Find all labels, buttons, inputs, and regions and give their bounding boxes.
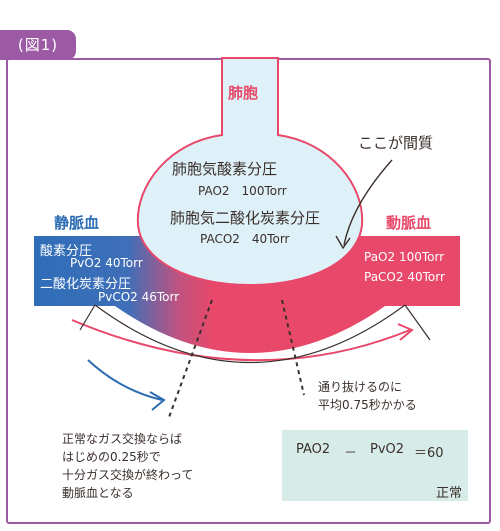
alveolar-co2-label: 肺胞気二酸化炭素分圧	[170, 209, 321, 227]
dashed-line-right	[281, 299, 305, 396]
exchange-note-line2: はじめの0.25秒で	[62, 450, 161, 464]
arterial-co2-value: PaCO2 40Torr	[364, 270, 445, 284]
formula-pao2: PAO2	[296, 442, 331, 457]
interstitium-pointer	[343, 159, 393, 246]
alveolar-o2-label: 肺胞気酸素分圧	[172, 160, 278, 178]
formula-normal: 正常	[436, 486, 463, 501]
dashed-line-left	[167, 299, 213, 421]
formula-pvo2: PvO2	[370, 442, 405, 457]
figure-label: (図1)	[0, 30, 76, 60]
alveolus-shape	[136, 57, 364, 287]
exchange-note-line1: 正常なガス交換ならば	[62, 432, 183, 446]
arterial-title: 動脈血	[386, 214, 432, 232]
early-exchange-arrow	[87, 359, 163, 401]
formula-minus: －	[344, 446, 358, 461]
alveolus-title: 肺胞	[228, 84, 259, 102]
venous-o2-label: 酸素分圧	[40, 244, 93, 259]
exchange-note-line4: 動脈血となる	[62, 486, 134, 500]
venous-co2-value: PvCO2 46Torr	[98, 290, 180, 304]
transit-note-line2: 平均0.75秒かかる	[318, 398, 417, 412]
arterial-o2-value: PaO2 100Torr	[364, 250, 445, 264]
venous-title: 静脈血	[54, 214, 100, 232]
transit-note-line1: 通り抜けるのに	[318, 380, 403, 394]
formula-equals: ＝60	[414, 446, 444, 461]
capillary-vessel	[34, 236, 460, 353]
formula-box: PAO2 － PvO2 ＝60 ≒ 正常	[282, 430, 468, 501]
venous-o2-value: PvO2 40Torr	[70, 256, 143, 270]
alveolar-o2-value: PAO2 100Torr	[198, 184, 287, 198]
exchange-note-line3: 十分ガス交換が終わって	[62, 468, 194, 482]
interstitium-label: ここが間質	[358, 134, 434, 152]
alveolar-co2-value: PACO2 40Torr	[200, 232, 290, 246]
flow-arrow	[71, 319, 411, 362]
venous-co2-label: 二酸化炭素分圧	[40, 277, 132, 292]
